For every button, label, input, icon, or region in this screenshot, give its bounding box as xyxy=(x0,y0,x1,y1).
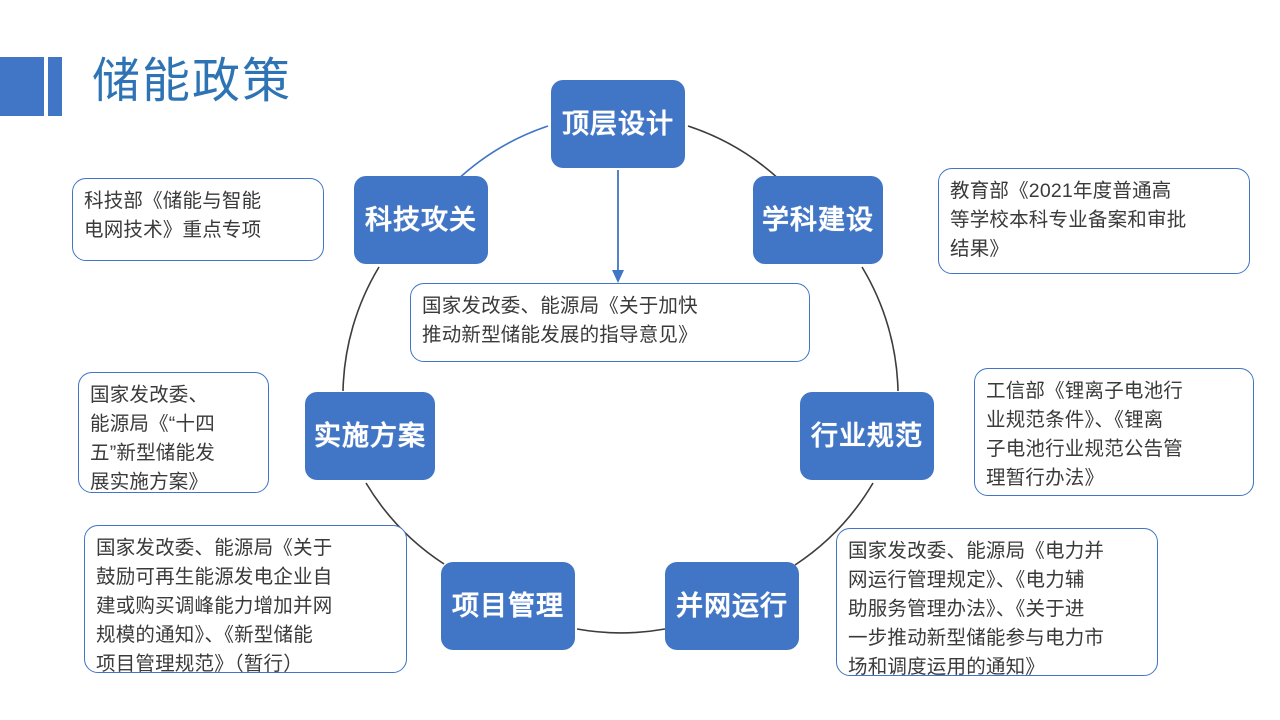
title-accent-bar-narrow xyxy=(48,57,62,116)
node-implementation-plan[interactable]: 实施方案 xyxy=(305,392,435,480)
callout-implementation-plan: 国家发改委、 能源局《“十四 五”新型储能发 展实施方案》 xyxy=(78,372,269,493)
node-project-management[interactable]: 项目管理 xyxy=(441,562,575,650)
node-technology-research[interactable]: 科技攻关 xyxy=(354,176,488,264)
title-accent-bar-wide xyxy=(0,57,44,116)
callout-industry-standards: 工信部《锂离子电池行 业规范条件》、《锂离 子电池行业规范公告管 理暂行办法》 xyxy=(974,368,1254,496)
node-industry-standards[interactable]: 行业规范 xyxy=(800,392,934,480)
node-grid-connection[interactable]: 并网运行 xyxy=(665,562,799,650)
node-top-level-design[interactable]: 顶层设计 xyxy=(551,80,685,168)
callout-technology-research: 科技部《储能与智能 电网技术》重点专项 xyxy=(72,178,324,261)
page-title: 储能政策 xyxy=(92,55,293,108)
callout-grid-connection: 国家发改委、能源局《电力并 网运行管理规定》、《电力辅 助服务管理办法》、《关于… xyxy=(836,528,1158,678)
node-discipline-building[interactable]: 学科建设 xyxy=(753,176,883,264)
callout-top-level-design: 国家发改委、能源局《关于加快 推动新型储能发展的指导意见》 xyxy=(410,283,810,362)
callout-project-management: 国家发改委、能源局《关于 鼓励可再生能源发电企业自 建或购买调峰能力增加并网 规… xyxy=(84,525,407,675)
callout-discipline-building: 教育部《2021年度普通高 等学校本科专业备案和审批 结果》 xyxy=(938,168,1250,274)
